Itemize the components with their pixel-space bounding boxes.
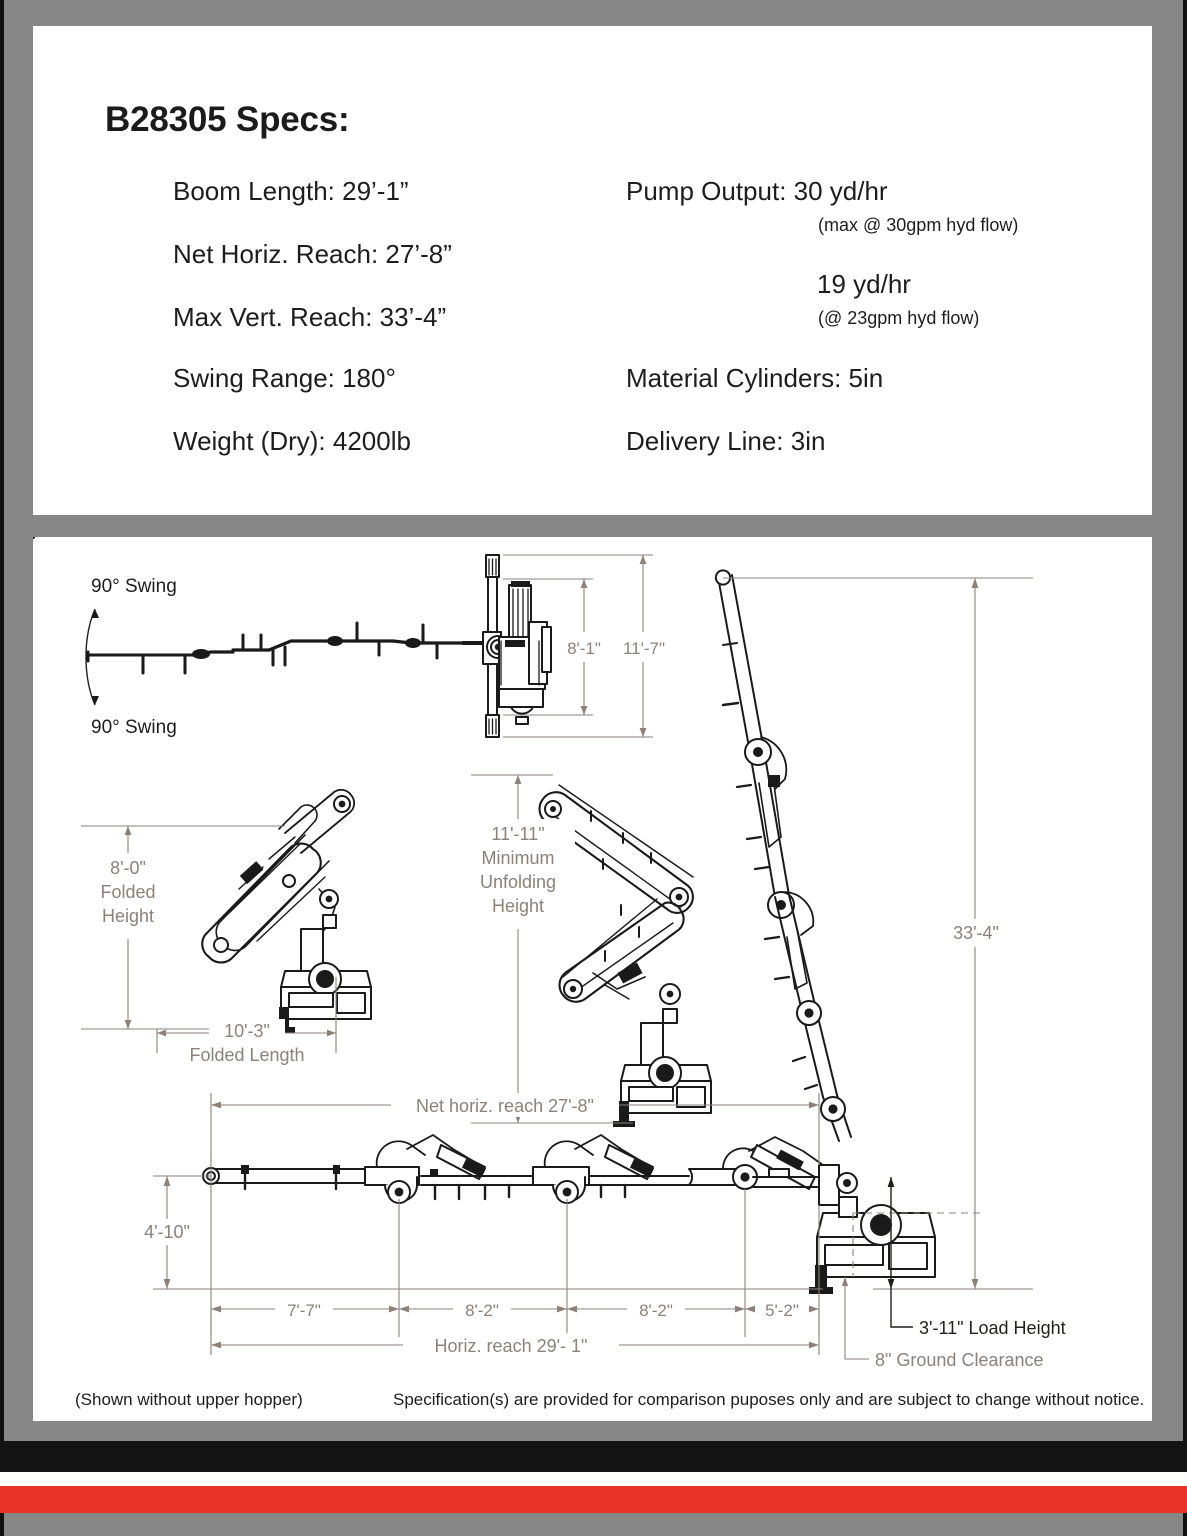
main-elevation-drawing: 33'-4" Net horiz. reach 27'-8" 4'-10": [33, 537, 1066, 1370]
svg-text:Unfolding: Unfolding: [480, 872, 556, 892]
dim-unfolding-height: 11'-11" Minimum Unfolding Height: [463, 774, 633, 1124]
dim-load-height: 3'-11" Load Height: [887, 1177, 1066, 1338]
unfolding-view-drawing: 11'-11" Minimum Unfolding Height: [463, 774, 712, 1127]
dim-ground-clearance: 8" Ground Clearance: [841, 1277, 1044, 1370]
svg-text:8'-2": 8'-2": [639, 1301, 673, 1320]
spec-pump-output-alt-note: (@ 23gpm hyd flow): [818, 308, 980, 328]
dim-top-outer: 11'-7": [503, 554, 667, 738]
spec-weight-dry: Weight (Dry): 4200lb: [173, 426, 411, 456]
svg-text:Folded: Folded: [100, 882, 155, 902]
svg-text:Horiz. reach 29'- 1": Horiz. reach 29'- 1": [435, 1336, 588, 1356]
dim-top-inner: 8'-1": [503, 578, 603, 716]
spec-boom-length: Boom Length: 29’-1”: [173, 176, 409, 206]
dim-net-horiz-reach: Net horiz. reach 27'-8": [210, 1093, 820, 1165]
folded-view-drawing: 8'-0" Folded Height 10'-3" Folded Length: [81, 788, 372, 1065]
svg-text:11'-7": 11'-7": [623, 639, 665, 658]
spec-max-vert-reach: Max Vert. Reach: 33’-4”: [173, 302, 447, 332]
footer-band-white: [0, 1472, 1187, 1486]
spec-pump-output-note: (max @ 30gpm hyd flow): [818, 215, 1019, 235]
dim-vertical-reach: 33'-4": [723, 577, 1033, 1289]
page-edge-right: [1183, 0, 1187, 1536]
svg-text:10'-3": 10'-3": [224, 1021, 270, 1041]
footnote-hopper: (Shown without upper hopper): [75, 1390, 303, 1409]
svg-text:11'-11": 11'-11": [491, 824, 544, 844]
spec-material-cylinders: Material Cylinders: 5in: [626, 363, 884, 393]
svg-text:7'-7": 7'-7": [287, 1301, 321, 1320]
svg-text:Minimum: Minimum: [481, 848, 554, 868]
svg-text:Height: Height: [492, 896, 544, 916]
footnote-disclaimer: Specification(s) are provided for compar…: [393, 1390, 1145, 1409]
svg-text:8'-0": 8'-0": [110, 858, 146, 878]
svg-text:Net horiz. reach 27'-8": Net horiz. reach 27'-8": [416, 1096, 594, 1116]
spec-net-horiz-reach: Net Horiz. Reach: 27’-8”: [173, 239, 452, 269]
page-edge-left: [0, 0, 4, 1536]
svg-text:33'-4": 33'-4": [953, 923, 999, 943]
dim-boom-height: 4'-10": [137, 1176, 197, 1289]
dim-segments: 7'-7" 8'-2" 8'-2" 5'-2": [211, 1297, 819, 1321]
svg-text:8'-2": 8'-2": [465, 1301, 499, 1320]
footer-band-black: [0, 1441, 1187, 1472]
spec-swing-range: Swing Range: 180°: [173, 363, 396, 393]
spec-delivery-line: Delivery Line: 3in: [626, 426, 826, 456]
top-view-drawing: 8'-1" 11'-7": [85, 554, 667, 738]
dim-folded-height: 8'-0" Folded Height: [81, 825, 285, 1030]
svg-text:4'-10": 4'-10": [144, 1222, 190, 1242]
label-ground-clearance: 8" Ground Clearance: [875, 1350, 1044, 1370]
swing-label-top: 90° Swing: [91, 576, 177, 597]
svg-text:5'-2": 5'-2": [765, 1301, 799, 1320]
specifications-panel: B28305 Specs: Boom Length: 29’-1” Net Ho…: [33, 26, 1152, 515]
spec-pump-output-alt: 19 yd/hr: [817, 269, 911, 299]
footer-band-red: [0, 1486, 1187, 1513]
svg-text:Height: Height: [102, 906, 154, 926]
svg-text:8'-1": 8'-1": [567, 639, 601, 658]
swing-label-bottom: 90° Swing: [91, 717, 177, 738]
dim-total-reach: Horiz. reach 29'- 1": [210, 1309, 820, 1357]
page-title: B28305 Specs:: [105, 100, 350, 139]
svg-text:Folded Length: Folded Length: [189, 1045, 304, 1065]
label-load-height: 3'-11" Load Height: [919, 1318, 1066, 1338]
dim-folded-length: 10'-3" Folded Length: [156, 977, 337, 1065]
spec-pump-output: Pump Output: 30 yd/hr: [626, 176, 888, 206]
technical-drawing: 8'-1" 11'-7" 90° Swing 90° Swing: [33, 537, 1066, 1370]
